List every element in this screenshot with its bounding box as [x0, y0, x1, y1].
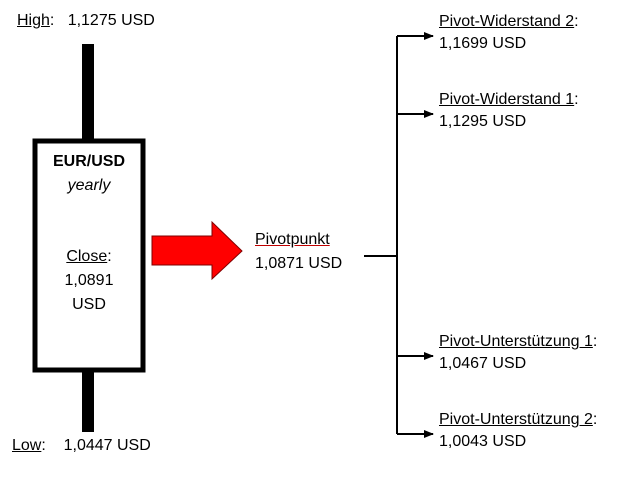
- level-s1-value: 1,0467 USD: [439, 355, 527, 372]
- pivot-value: 1,0871 USD: [255, 255, 343, 272]
- close-value-line2: USD: [72, 296, 106, 313]
- high-row: High: 1,1275 USD: [17, 12, 155, 29]
- close-label: Close: [66, 248, 108, 265]
- pivot-label: Pivotpunkt: [255, 231, 330, 248]
- level-s1-label: Pivot-Unterstützung 1: [439, 333, 593, 350]
- level-r2-value: 1,1699 USD: [439, 35, 527, 52]
- level-r2-row: Pivot-Widerstand 2:: [439, 13, 579, 30]
- level-s2-row: Pivot-Unterstützung 2:: [439, 411, 598, 428]
- low-value: 1,0447 USD: [63, 437, 151, 454]
- close-value-line1: 1,0891: [64, 272, 114, 289]
- lower-wick: [82, 370, 94, 432]
- level-r1-row: Pivot-Widerstand 1:: [439, 91, 579, 108]
- level-r1-value: 1,1295 USD: [439, 113, 527, 130]
- period-label: yearly: [67, 177, 111, 194]
- close-row: Close:: [66, 248, 112, 265]
- level-r2-label: Pivot-Widerstand 2: [439, 13, 575, 30]
- red-arrow: [151, 220, 243, 281]
- candle-body: [32, 138, 146, 373]
- low-row: Low: 1,0447 USD: [12, 437, 151, 454]
- level-s2-label: Pivot-Unterstützung 2: [439, 411, 593, 428]
- high-value: 1,1275 USD: [67, 12, 155, 29]
- upper-wick: [82, 44, 94, 140]
- level-r1-label: Pivot-Widerstand 1: [439, 91, 575, 108]
- high-label: High: [17, 12, 50, 29]
- low-label: Low: [12, 437, 42, 454]
- level-s1-row: Pivot-Unterstützung 1:: [439, 333, 598, 350]
- level-s2-value: 1,0043 USD: [439, 433, 527, 450]
- pair-label: EUR/USD: [52, 153, 125, 170]
